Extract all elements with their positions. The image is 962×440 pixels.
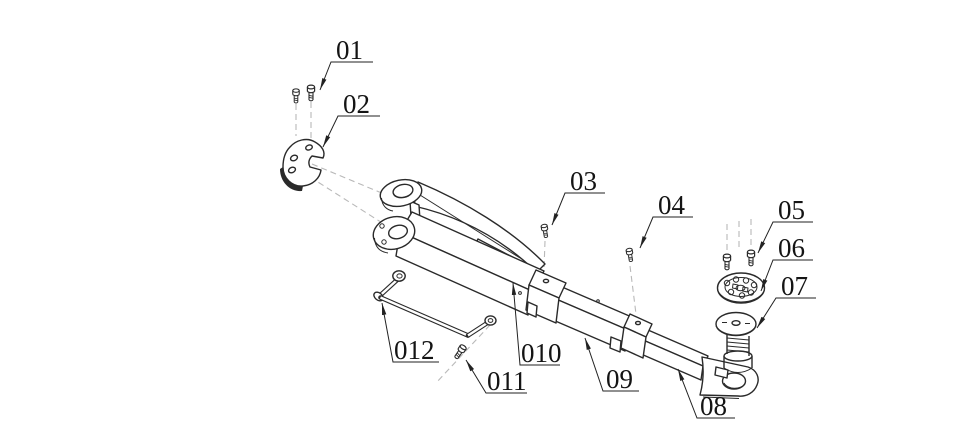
end-lug-plate <box>699 356 759 399</box>
clamp-bracket-part-02 <box>280 138 325 192</box>
callout-04-label: 04 <box>658 190 686 220</box>
outer-tube-end-collar <box>525 269 567 324</box>
callout-010: 010 <box>511 282 562 368</box>
callout-06-label: 06 <box>778 233 805 263</box>
callout-010-label: 010 <box>521 338 562 368</box>
callout-02-label: 02 <box>343 89 370 119</box>
callout-03: 03 <box>551 166 605 226</box>
callout-03-label: 03 <box>570 166 597 196</box>
callout-012-label: 012 <box>394 335 435 365</box>
alignment-guides <box>295 102 752 384</box>
callout-08-label: 08 <box>700 391 727 421</box>
callout-01-label: 01 <box>336 35 363 65</box>
swivel-disc-part-07 <box>715 311 757 373</box>
outer-tube-part-010 <box>395 211 545 316</box>
callout-011: 011 <box>465 359 527 396</box>
callout-06: 06 <box>760 233 813 292</box>
callout-07: 07 <box>756 271 816 329</box>
callouts: 01 02 03 04 05 06 07 08 <box>319 35 816 421</box>
bearing-wheel-part-06 <box>716 272 766 304</box>
callout-02: 02 <box>322 89 380 148</box>
screw-part-03 <box>540 223 550 239</box>
callout-05-label: 05 <box>778 195 805 225</box>
callout-05: 05 <box>757 195 813 254</box>
screws-part-05 <box>722 249 756 271</box>
callout-01: 01 <box>319 35 373 91</box>
callout-04: 04 <box>639 190 693 249</box>
inner-tube-part-08 <box>640 329 709 381</box>
callout-09-label: 09 <box>606 364 633 394</box>
callout-07-label: 07 <box>781 271 808 301</box>
callout-09: 09 <box>584 337 639 394</box>
screws-part-01 <box>292 84 316 104</box>
screw-part-04 <box>625 247 635 263</box>
handle-rod-part-012 <box>373 270 497 338</box>
callout-08: 08 <box>677 368 735 421</box>
callout-012: 012 <box>381 302 439 365</box>
callout-011-label: 011 <box>487 366 527 396</box>
head-lower-lug <box>372 215 416 254</box>
middle-tube-end-band <box>609 313 653 359</box>
